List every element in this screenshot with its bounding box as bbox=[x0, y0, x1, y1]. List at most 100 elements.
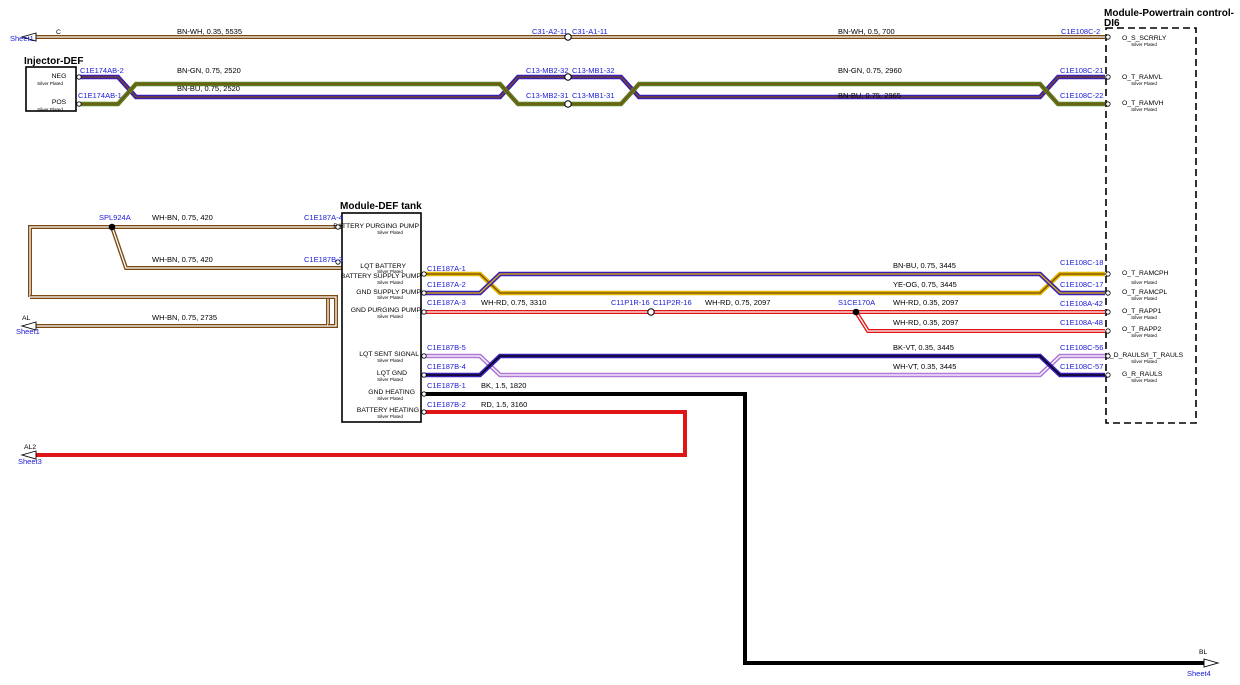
splice-dot[interactable] bbox=[852, 308, 860, 316]
wire-bn-bu-supply[interactable] bbox=[422, 271, 1105, 296]
offsheet-label: C bbox=[56, 29, 61, 36]
connector-label[interactable]: C1E187B-1 bbox=[427, 381, 466, 390]
pin-terminal[interactable] bbox=[421, 353, 427, 359]
wire-wh-bn-purging-pump[interactable] bbox=[28, 225, 342, 297]
offsheet-al2[interactable]: AL2 Sheet3 bbox=[18, 444, 42, 466]
pin-terminal[interactable] bbox=[1105, 74, 1111, 80]
offsheet-arrow-icon bbox=[20, 32, 37, 42]
offsheet-sheet-link[interactable]: Sheet4 bbox=[1187, 669, 1211, 678]
splice-label[interactable]: S1CE170A bbox=[838, 298, 875, 307]
offsheet-arrow-icon bbox=[1203, 658, 1220, 668]
pin-terminal[interactable] bbox=[421, 409, 427, 415]
offsheet-al[interactable]: AL Sheet1 bbox=[16, 315, 40, 336]
offsheet-sheet-link[interactable]: Sheet3 bbox=[18, 457, 42, 466]
inline-connector[interactable] bbox=[647, 308, 655, 316]
pin-terminal[interactable] bbox=[421, 290, 427, 296]
inline-connector[interactable] bbox=[564, 73, 572, 81]
wire-ye-og-supply[interactable] bbox=[422, 271, 1105, 296]
connector-label[interactable]: C1E108C-56 bbox=[1060, 343, 1103, 352]
pin-terminal[interactable] bbox=[76, 74, 82, 80]
connector-label[interactable]: C13-MB1-31 bbox=[572, 91, 615, 100]
connector-label[interactable]: C1E187A-2 bbox=[427, 280, 466, 289]
connector-label[interactable]: C13-MB2-31 bbox=[526, 91, 569, 100]
pcm-component[interactable]: Module-Powertrain control- DI6 O_S_SCRRL… bbox=[1104, 8, 1234, 424]
pin-terminal[interactable] bbox=[421, 372, 427, 378]
def-tank-pin-name: LQT SENT SIGNAL bbox=[359, 351, 419, 358]
connector-label[interactable]: C1E108C-22 bbox=[1060, 91, 1103, 100]
wire-rd-heating[interactable] bbox=[36, 410, 687, 457]
pcm-pin-name: O_T_RAMVH bbox=[1122, 100, 1164, 107]
pin-terminal[interactable] bbox=[1105, 34, 1111, 40]
wire-wh-rd-rapp2[interactable] bbox=[854, 310, 1105, 333]
splice-label[interactable]: SPL924A bbox=[99, 213, 131, 222]
connector-label[interactable]: C11P1R-16 bbox=[611, 298, 650, 307]
pcm-pin-name: O_T_RAMCPL bbox=[1122, 289, 1168, 296]
wire-wh-bn-al[interactable] bbox=[30, 295, 338, 328]
wire-wh-bn-lqt-battery[interactable] bbox=[110, 226, 342, 270]
connector-label[interactable]: C31-A2-11 bbox=[532, 27, 568, 36]
connector-label[interactable]: C13-MB1-32 bbox=[572, 66, 615, 75]
connector-label[interactable]: C1E187B-5 bbox=[427, 343, 466, 352]
pin-terminal[interactable] bbox=[1105, 101, 1111, 107]
offsheet-bl[interactable]: BL Sheet4 bbox=[1187, 649, 1220, 678]
pcm-pin-name: I_D_RAULS/I_T_RAULS bbox=[1108, 352, 1184, 359]
connector-label[interactable]: C1E108C-2 bbox=[1061, 27, 1100, 36]
wire-spec-label: WH-BN, 0.75, 420 bbox=[152, 255, 213, 264]
pin-terminal[interactable] bbox=[421, 309, 427, 315]
connector-label[interactable]: C1E174AB-2 bbox=[80, 66, 124, 75]
offsheet-c[interactable]: C Sheet1 bbox=[10, 29, 61, 43]
wire-spec-label: WH-RD, 0.75, 2097 bbox=[705, 298, 770, 307]
module-def-tank-component[interactable]: Module-DEF tank BATTERY PURGING PUMP Sil… bbox=[333, 201, 427, 423]
inline-connectors bbox=[108, 33, 860, 316]
connector-label[interactable]: C1E108C-18 bbox=[1060, 258, 1103, 267]
connector-label[interactable]: C1E187B-2 bbox=[427, 400, 466, 409]
pin-terminal[interactable] bbox=[335, 224, 341, 230]
pin-terminal[interactable] bbox=[1105, 271, 1111, 277]
connector-label[interactable]: C1E187B-3 bbox=[304, 255, 343, 264]
connector-label[interactable]: C1E108C-21 bbox=[1060, 66, 1103, 75]
def-tank-pin-name: GND SUPPLY PUMP bbox=[356, 289, 421, 296]
pin-terminal[interactable] bbox=[421, 391, 427, 397]
connector-label[interactable]: C1E187A-4 bbox=[304, 213, 343, 222]
wire-wh-vt-gnd[interactable] bbox=[422, 353, 1105, 378]
pcm-pin-plating: Silver Plated bbox=[1131, 359, 1157, 364]
connector-label[interactable]: C1E108C-17 bbox=[1060, 280, 1103, 289]
connector-label[interactable]: C1E108A-48 bbox=[1060, 318, 1103, 327]
pin-terminal[interactable] bbox=[1105, 372, 1111, 378]
connector-label[interactable]: C1E174AB-1 bbox=[78, 91, 122, 100]
pin-terminal[interactable] bbox=[1105, 309, 1111, 315]
pcm-title-line2: DI6 bbox=[1104, 18, 1120, 29]
offsheet-arrow-icon bbox=[20, 321, 37, 331]
connector-label[interactable]: C1E187A-1 bbox=[427, 264, 466, 273]
wire-bk-heating[interactable] bbox=[422, 392, 1205, 665]
pcm-pin-plating: Silver Plated bbox=[1131, 333, 1157, 338]
wire-spec-label: WH-RD, 0.75, 3310 bbox=[481, 298, 546, 307]
connector-label[interactable]: C13-MB2-32 bbox=[526, 66, 569, 75]
connector-label[interactable]: C1E187A-3 bbox=[427, 298, 466, 307]
connector-label[interactable]: C11P2R-16 bbox=[653, 298, 692, 307]
connector-label[interactable]: C1E108A-42 bbox=[1060, 299, 1103, 308]
offsheet-sheet-link[interactable]: Sheet1 bbox=[16, 327, 40, 336]
def-tank-pin-plating: Silver Plated bbox=[377, 269, 403, 274]
pin-terminal[interactable] bbox=[1105, 328, 1111, 334]
pin-terminal[interactable] bbox=[1105, 290, 1111, 296]
connector-label[interactable]: C31-A1-11 bbox=[572, 27, 608, 36]
connector-label[interactable]: C1E187B-4 bbox=[427, 362, 466, 371]
wire-spec-label: YE-OG, 0.75, 3445 bbox=[893, 280, 957, 289]
injector-def-component[interactable]: Injector-DEF NEG Silver Plated POS Silve… bbox=[24, 56, 83, 112]
def-tank-pin-plating: Silver Plated bbox=[377, 295, 403, 300]
offsheet-sheet-link[interactable]: Sheet1 bbox=[10, 34, 34, 43]
wire-bk-vt-sent[interactable] bbox=[422, 353, 1105, 378]
def-tank-pin-name: LQT BATTERY bbox=[360, 263, 406, 270]
splice-dot[interactable] bbox=[108, 223, 116, 231]
pin-terminal[interactable] bbox=[335, 259, 341, 265]
inline-connector[interactable] bbox=[564, 33, 572, 41]
pin-terminal[interactable] bbox=[421, 271, 427, 277]
pcm-pin-plating: Silver Plated bbox=[1131, 378, 1157, 383]
pin-terminal[interactable] bbox=[1105, 353, 1111, 359]
pin-terminal[interactable] bbox=[76, 101, 82, 107]
wire-spec-label: WH-BN, 0.75, 420 bbox=[152, 213, 213, 222]
connector-label[interactable]: C1E108C-57 bbox=[1060, 362, 1103, 371]
inline-connector[interactable] bbox=[564, 100, 572, 108]
wire-spec-label: BK, 1.5, 1820 bbox=[481, 381, 526, 390]
